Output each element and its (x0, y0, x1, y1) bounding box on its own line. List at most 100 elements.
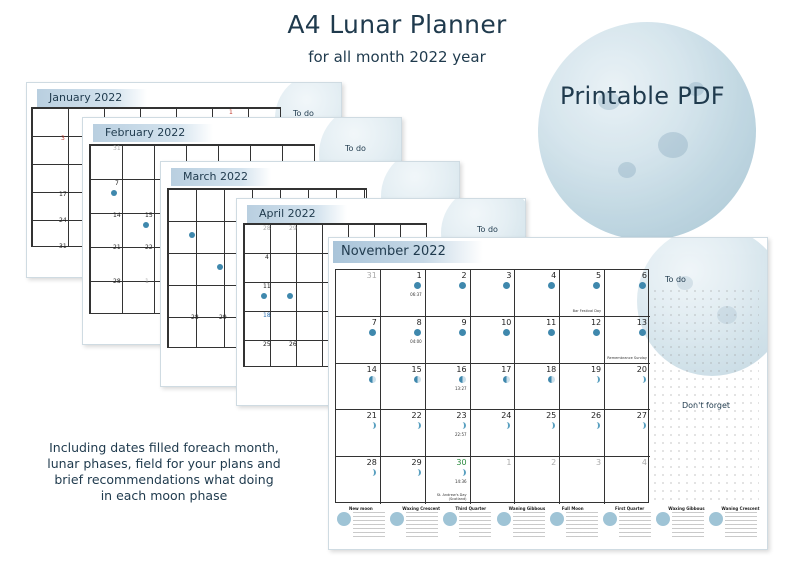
day-number: 9 (461, 317, 467, 327)
phase-recommendation-text (406, 512, 439, 540)
moon-phase-icon (548, 375, 556, 383)
moon-phase-icon (443, 512, 458, 526)
moon-phase-icon (261, 293, 267, 299)
date-number: 29 (219, 314, 227, 321)
moon-phase-icon (639, 375, 646, 383)
calendar-day-cell[interactable]: 29 (381, 457, 426, 504)
description-line: Including dates filled foreach month, (49, 440, 279, 455)
moon-phase-icon (459, 422, 466, 430)
description-line: in each moon phase (100, 488, 228, 503)
calendar-day-cell[interactable]: 4 (605, 457, 650, 504)
calendar-day-cell[interactable]: 14 (336, 363, 381, 411)
moon-phase-icon (503, 328, 511, 336)
todo-label: To do (665, 275, 686, 284)
moon-phase-icon (593, 328, 601, 336)
todo-label: To do (477, 225, 498, 234)
day-number: 30 (456, 458, 467, 468)
calendar-day-cell[interactable]: 11 (515, 316, 561, 364)
calendar-day-cell[interactable]: 10 (470, 316, 516, 364)
moon-phase-icon (189, 232, 195, 238)
moon-phase-icon (368, 328, 376, 336)
date-number: 3 (61, 135, 65, 142)
phase-recommendation-text (512, 512, 545, 540)
calendar-day-cell[interactable]: 1 (471, 457, 516, 504)
date-number: 28 (113, 278, 121, 285)
calendar-day-cell[interactable]: 4 (515, 270, 561, 317)
moon-phase-icon (414, 422, 421, 430)
moon-phase-icon (548, 282, 556, 289)
calendar-day-cell[interactable]: 6 (605, 270, 650, 317)
calendar-day-cell[interactable]: 17 (470, 363, 516, 411)
todo-label: To do (345, 144, 366, 153)
phase-name: First Quarter (615, 506, 645, 511)
moon-phase-icon (593, 422, 601, 430)
date-number: 28 (263, 225, 271, 232)
calendar-day-cell[interactable]: 3 (560, 457, 606, 504)
moon-phase-icon (503, 282, 511, 289)
calendar-day-cell[interactable]: 7 (336, 316, 381, 364)
phase-name: New moon (349, 506, 373, 511)
calendar-day-cell[interactable]: 19 (560, 363, 606, 411)
sheet-month-title: February 2022 (93, 124, 213, 142)
calendar-day-cell[interactable]: 15 (380, 363, 426, 411)
phase-name: Waxing Crescent (402, 506, 441, 511)
day-number: 7 (371, 317, 377, 327)
phase-time: 14:36 (455, 479, 467, 485)
phase-legend-item: First Quarter (601, 506, 654, 546)
day-number: 27 (636, 411, 647, 421)
calendar-day-cell[interactable]: 31 (336, 270, 381, 317)
calendar-day-cell[interactable]: 2 (515, 457, 561, 504)
date-number: 21 (113, 244, 121, 251)
calendar-day-cell[interactable]: 2 (425, 270, 471, 317)
day-number: 15 (411, 364, 422, 374)
phase-time: 13:27 (455, 385, 467, 391)
phase-name: Waxing Gibbous (668, 506, 705, 511)
moon-phase-icon (496, 512, 511, 526)
moon-phase-icon (638, 328, 646, 336)
phase-name: Waning Gibbous (508, 506, 546, 511)
phase-name: Third Quarter (455, 506, 487, 511)
phase-time: 04:00 (410, 338, 422, 344)
calendar-day-cell[interactable]: 12 (560, 316, 606, 364)
moon-phase-icon (458, 282, 466, 289)
moon-phase-icon (368, 375, 376, 383)
day-number: 18 (546, 364, 557, 374)
day-number: 12 (590, 317, 602, 327)
page-subtitle: for all month 2022 year (308, 48, 486, 66)
moon-phase-icon (287, 293, 293, 299)
date-number: 4 (265, 254, 269, 261)
date-number: 11 (263, 283, 271, 290)
moon-phase-icon (709, 512, 724, 526)
calendar-day-cell[interactable]: 24 (470, 410, 516, 458)
moon-phase-icon (548, 328, 556, 336)
calendar-day-cell[interactable]: 25 (515, 410, 561, 458)
calendar-day-cell[interactable]: 26 (560, 410, 606, 458)
calendar-day-cell[interactable]: 18 (515, 363, 561, 411)
calendar-day-cell[interactable]: 27 (605, 410, 650, 458)
day-number: 21 (366, 411, 377, 421)
calendar-day-cell[interactable]: 22 (380, 410, 426, 458)
calendar-day-cell[interactable]: 21 (336, 410, 381, 458)
holiday-note: Bar Festival Day (572, 308, 602, 313)
day-number: 17 (501, 364, 512, 374)
calendar-day-cell[interactable]: 20 (605, 364, 650, 411)
day-number: 25 (546, 411, 557, 421)
calendar-day-cell[interactable]: 3 (470, 270, 516, 317)
calendar-day-cell[interactable]: 28 (336, 457, 381, 504)
day-number: 26 (590, 411, 602, 421)
phase-legend-item: Third Quarter (441, 506, 494, 546)
calendar-day-cell[interactable]: 9 (425, 316, 471, 364)
date-number: 24 (59, 217, 67, 224)
printable-pdf-label: Printable PDF (560, 82, 725, 110)
phase-recommendation-text (619, 512, 651, 540)
moon-phase-icon (369, 422, 376, 430)
